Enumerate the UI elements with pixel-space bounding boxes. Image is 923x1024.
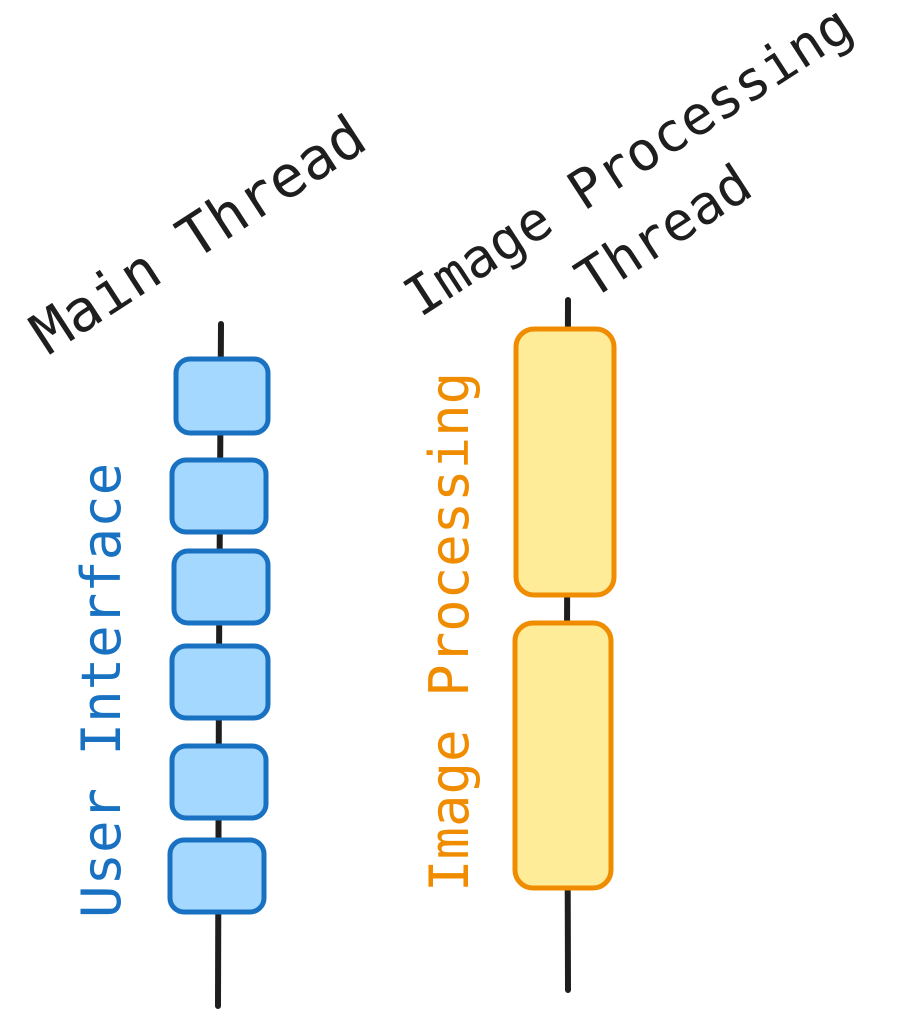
image-processing-label: Image Processing: [418, 372, 481, 892]
ui-task-block: [173, 356, 271, 436]
image-processing-task-block: [513, 326, 617, 598]
image-processing-blocks: [512, 326, 617, 891]
ui-blocks: [167, 356, 271, 915]
ui-task-block: [169, 643, 271, 721]
image-processing-task-block: [512, 620, 614, 891]
ui-task-block: [167, 837, 267, 915]
ui-task-block: [169, 457, 269, 535]
user-interface-label: User Interface: [70, 463, 133, 918]
image-processing-thread: Image Processing Thread Image Processing: [393, 0, 863, 993]
ui-task-block: [171, 548, 271, 626]
main-thread-title: Main Thread: [19, 102, 378, 368]
ui-task-block: [169, 743, 269, 821]
main-thread: Main Thread User Interface: [19, 102, 378, 1009]
